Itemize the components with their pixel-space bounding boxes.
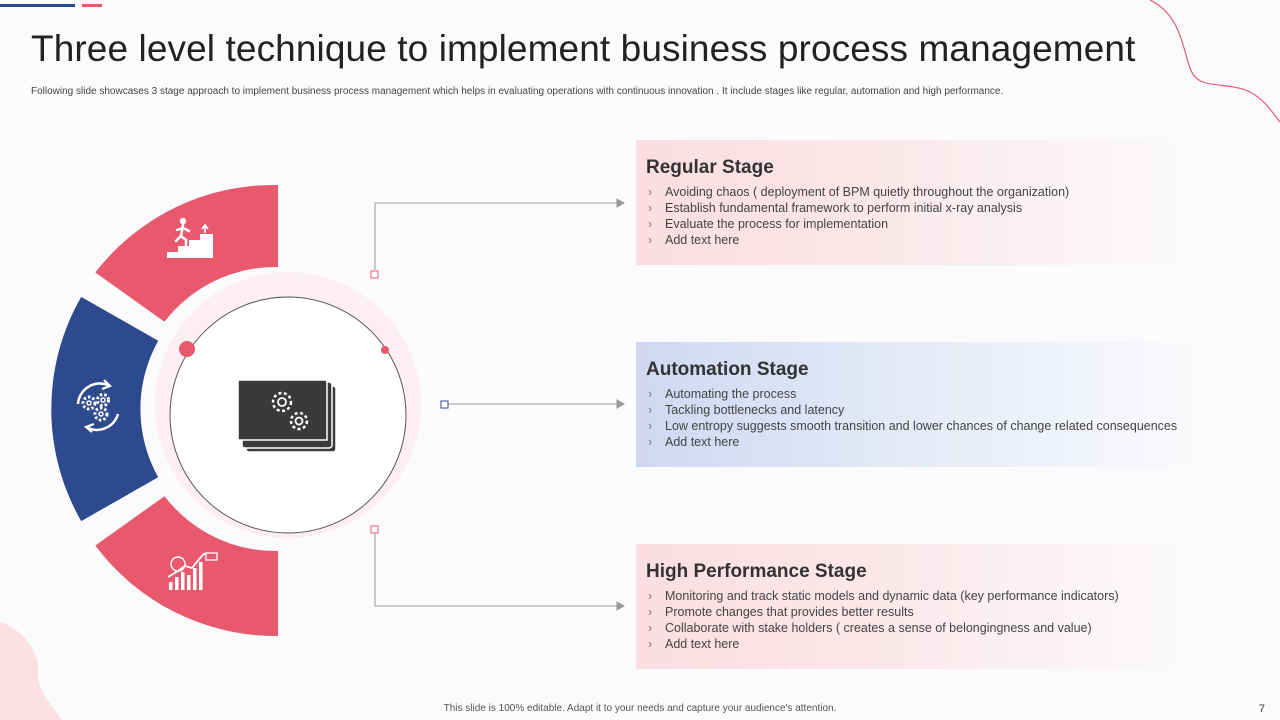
footer-note: This slide is 100% editable. Adapt it to… (443, 703, 837, 714)
stage-card-performance: High Performance Stage Monitoring and tr… (636, 544, 1206, 669)
stage-bullet: Avoiding chaos ( deployment of BPM quiet… (646, 184, 1196, 200)
stage-bullet-list: Automating the process Tackling bottlene… (646, 386, 1196, 450)
slide-subtitle: Following slide showcases 3 stage approa… (31, 86, 1004, 97)
corner-blob-decoration (0, 622, 62, 720)
stage-title: Automation Stage (646, 359, 809, 380)
segment-automation (51, 296, 159, 522)
slide-title: Three level technique to implement busin… (31, 28, 1136, 69)
stage-bullet: Add text here (646, 232, 1196, 248)
corner-curve-decoration (1149, 0, 1280, 123)
stage-bullet: Evaluate the process for implementation (646, 216, 1196, 232)
accent-line-blue (0, 4, 75, 7)
stage-card-regular: Regular Stage Avoiding chaos ( deploymen… (636, 140, 1206, 265)
gears-cycle-icon (76, 379, 120, 433)
stage-bullet-list: Avoiding chaos ( deployment of BPM quiet… (646, 184, 1196, 248)
connector-performance (370, 525, 626, 611)
stage-title: High Performance Stage (646, 561, 867, 582)
climbing-stairs-icon (167, 217, 213, 258)
ring-dot-small (381, 346, 389, 354)
gears-document-icon (231, 379, 337, 453)
stage-bullet: Establish fundamental framework to perfo… (646, 200, 1196, 216)
page-number: 7 (1258, 703, 1265, 715)
stage-bullet: Monitoring and track static models and d… (646, 588, 1196, 604)
connector-regular (370, 198, 626, 279)
stage-card-automation: Automation Stage Automating the process … (636, 342, 1206, 467)
growth-chart-icon (167, 552, 218, 590)
connector-automation (440, 399, 626, 409)
stage-bullet: Tackling bottlenecks and latency (646, 402, 1196, 418)
stage-bullet: Low entropy suggests smooth transition a… (646, 418, 1196, 434)
stage-bullet: Promote changes that provides better res… (646, 604, 1196, 620)
stage-bullet: Automating the process (646, 386, 1196, 402)
stage-bullet: Add text here (646, 636, 1196, 652)
stage-bullet: Add text here (646, 434, 1196, 450)
stage-bullet-list: Monitoring and track static models and d… (646, 588, 1196, 652)
ring-dot-large (179, 341, 195, 357)
stage-bullet: Collaborate with stake holders ( creates… (646, 620, 1196, 636)
stage-title: Regular Stage (646, 157, 774, 178)
accent-line-pink (82, 4, 102, 7)
